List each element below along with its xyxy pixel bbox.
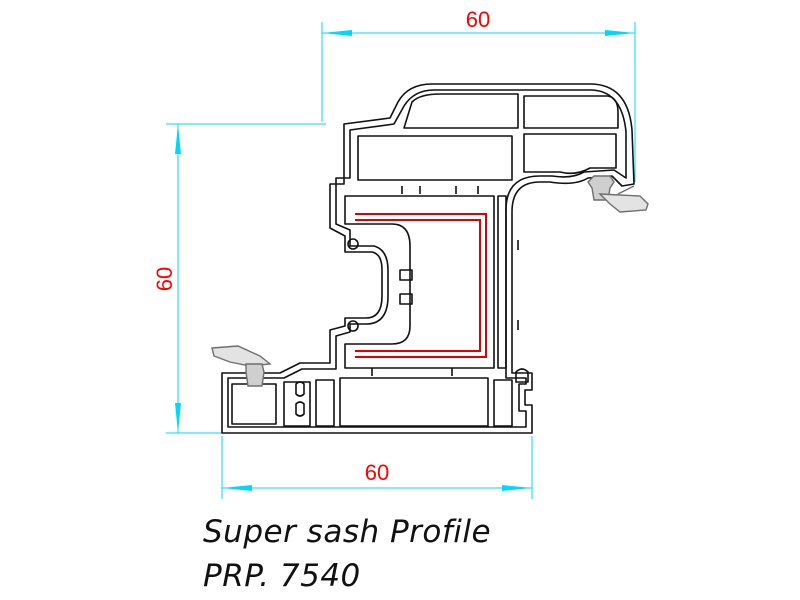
profile-section — [221, 83, 635, 434]
profile-inner-wall — [227, 89, 627, 428]
dimension-bottom-width: 60 — [221, 436, 533, 499]
chamber-right-wall — [497, 195, 507, 369]
gasket-top-right — [587, 175, 649, 213]
chamber-central — [344, 195, 495, 369]
dimension-label-top: 60 — [466, 7, 490, 32]
chamber-bottom-small — [315, 379, 335, 427]
dimension-label-bottom: 60 — [365, 460, 389, 485]
dimension-top-width: 60 — [321, 7, 636, 182]
caption-title: Super sash Profile — [203, 514, 492, 550]
chamber-top-right — [523, 95, 619, 129]
arrow-head — [322, 30, 352, 36]
profile-outer-wall — [221, 83, 635, 434]
chamber-bottom-left — [231, 383, 277, 425]
gasket-bottom-left — [211, 345, 272, 387]
dimension-label-left: 60 — [152, 267, 177, 291]
arrow-head — [605, 30, 635, 36]
arrow-head — [222, 485, 252, 491]
dimension-left-height: 60 — [152, 123, 326, 434]
chamber-top-arch — [403, 93, 519, 129]
steel-reinforcement — [355, 213, 487, 358]
chamber-top-left — [357, 135, 513, 181]
arrow-head — [502, 485, 532, 491]
chamber-bottom-center — [339, 377, 489, 427]
arrow-head — [175, 403, 181, 433]
caption-code: PRP. 7540 — [203, 558, 361, 594]
arrow-head — [175, 124, 181, 154]
chamber-bottom-right — [493, 379, 513, 427]
chamber-top-mid — [523, 133, 617, 175]
